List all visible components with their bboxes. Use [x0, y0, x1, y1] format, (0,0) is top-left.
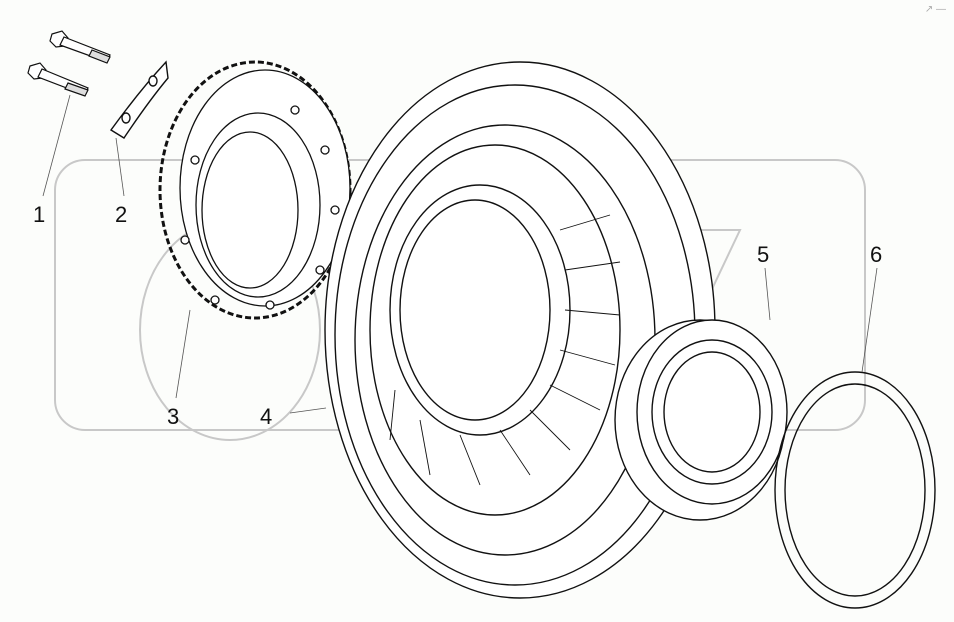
toothed-ring-icon — [158, 60, 352, 320]
bearing-icon — [614, 319, 788, 521]
turbine-wheel-icon — [324, 61, 716, 599]
callout-2: 2 — [115, 202, 128, 227]
callout-5: 5 — [757, 242, 770, 267]
gasket-ring-icon — [774, 371, 936, 609]
callout-3: 3 — [167, 404, 180, 429]
corner-mark: ↗ — — [924, 4, 946, 15]
bolt-icon — [27, 30, 111, 97]
lock-plate-icon — [109, 60, 169, 139]
callout-1: 1 — [33, 202, 46, 227]
callout-4: 4 — [260, 404, 273, 429]
callout-6: 6 — [870, 242, 883, 267]
